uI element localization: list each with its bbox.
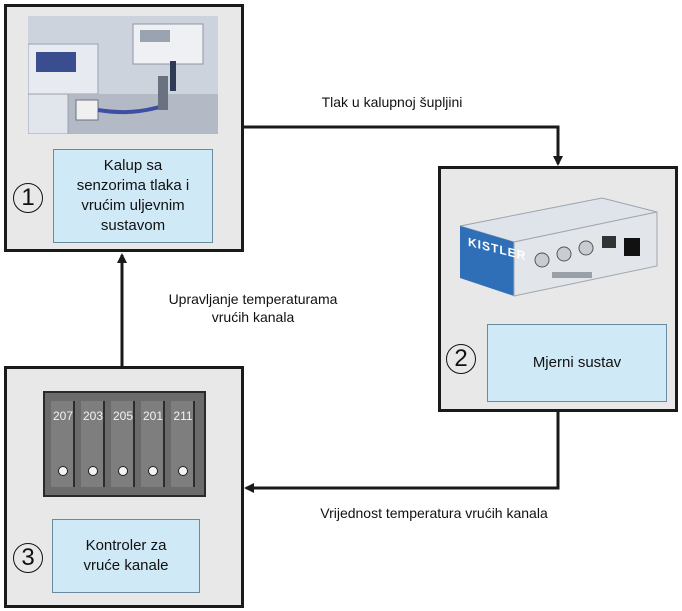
kistler-device-drawing bbox=[459, 197, 658, 297]
controller-label-box: Kontroler za vruće kanale bbox=[52, 519, 200, 593]
zone-label: 201 bbox=[142, 409, 164, 423]
edge-measure-to-controller bbox=[244, 412, 560, 493]
edge-mold-to-measure bbox=[243, 125, 563, 166]
zone-label: 207 bbox=[52, 409, 74, 423]
zone-label: 211 bbox=[173, 409, 193, 423]
mold-illustration bbox=[28, 16, 218, 134]
zone-label: 203 bbox=[82, 409, 104, 423]
zone-knob bbox=[58, 466, 68, 476]
edge-label-pressure: Tlak u kalupnoj šupljini bbox=[321, 94, 463, 110]
zone-knob bbox=[178, 466, 188, 476]
zone-knob bbox=[148, 466, 158, 476]
kistler-device: KISTLER bbox=[452, 188, 662, 306]
measure-number-badge: 2 bbox=[446, 344, 476, 374]
mold-label-box: Kalup sa senzorima tlaka i vrućim uljevn… bbox=[53, 149, 213, 243]
mold-drawing bbox=[28, 16, 218, 134]
controller-number-badge: 3 bbox=[13, 543, 43, 573]
mold-number-badge: 1 bbox=[13, 183, 43, 213]
zone-label: 205 bbox=[112, 409, 134, 423]
edge-label-temperature-value: Vrijednost temperatura vrućih kanala bbox=[320, 505, 548, 521]
edge-label-temperature-control: Upravljanje temperaturama vrućih kanala bbox=[168, 291, 338, 325]
zone-knob bbox=[118, 466, 128, 476]
hot-runner-controller-panel: 207 203 205 201 211 bbox=[43, 391, 206, 497]
measure-label-box: Mjerni sustav bbox=[487, 324, 667, 402]
zone-knob bbox=[88, 466, 98, 476]
